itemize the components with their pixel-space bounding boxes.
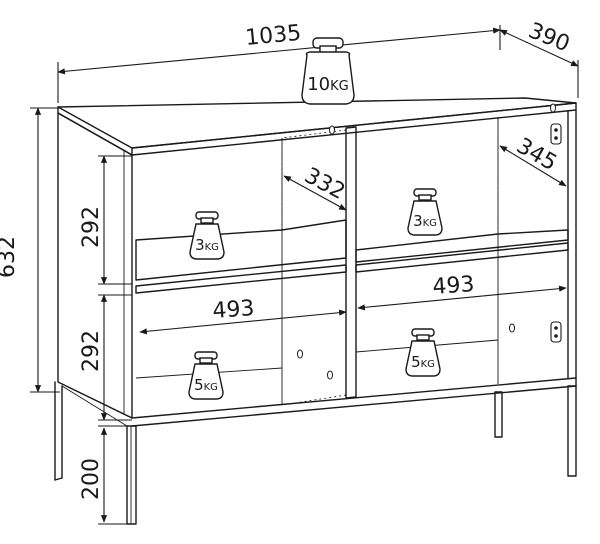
svg-text:3KG: 3KG	[413, 212, 437, 230]
weight-value-top: 10	[307, 74, 330, 95]
weight-icon-lower-right: 5KG	[405, 328, 441, 377]
height-label: 632	[0, 236, 20, 278]
svg-text:10KG: 10KG	[307, 74, 349, 95]
weight-value-lower-right: 5	[411, 353, 421, 371]
weight-value-lower-left: 5	[194, 376, 204, 394]
width-dimension: 1035	[57, 21, 501, 103]
cabinet-legs	[54, 381, 577, 525]
left-width-dimension: 493	[139, 296, 347, 335]
right-width-label: 493	[432, 272, 476, 300]
weight-icon-upper-left: 3KG	[189, 211, 225, 260]
weight-unit-lower-left: KG	[204, 382, 218, 393]
depth-label: 390	[525, 18, 573, 57]
svg-text:3KG: 3KG	[195, 236, 219, 254]
upper-compartment-label: 292	[79, 206, 104, 248]
weight-value-upper-right: 3	[413, 212, 423, 230]
cabinet-outline	[57, 97, 577, 427]
svg-text:5KG: 5KG	[411, 353, 435, 371]
weight-value-upper-left: 3	[195, 236, 205, 254]
weight-icon-top: 10KG	[301, 37, 355, 105]
leg-height-dimension: 200	[79, 425, 130, 525]
weight-unit-upper-left: KG	[205, 242, 219, 253]
svg-text:5KG: 5KG	[194, 376, 218, 394]
leg-height-label: 200	[79, 458, 104, 500]
depth-dimension: 390	[499, 18, 579, 98]
height-dimension: 632	[0, 107, 60, 393]
weight-unit-upper-right: KG	[423, 218, 437, 229]
hinge-icon	[550, 321, 562, 343]
weight-unit-top: KG	[330, 79, 349, 94]
weight-icon-lower-left: 5KG	[188, 351, 224, 400]
right-width-dimension: 493	[357, 272, 567, 311]
weight-unit-lower-right: KG	[421, 359, 435, 370]
shelf-depth-dimension: 332	[283, 163, 349, 211]
upper-compartment-dimension: 292	[79, 155, 132, 285]
hinge-icon	[550, 123, 562, 145]
weight-icon-upper-right: 3KG	[407, 188, 443, 236]
lower-compartment-dimension: 292	[79, 294, 132, 421]
left-width-label: 493	[212, 296, 256, 324]
width-label: 1035	[244, 21, 302, 51]
lower-compartment-label: 292	[79, 330, 104, 372]
